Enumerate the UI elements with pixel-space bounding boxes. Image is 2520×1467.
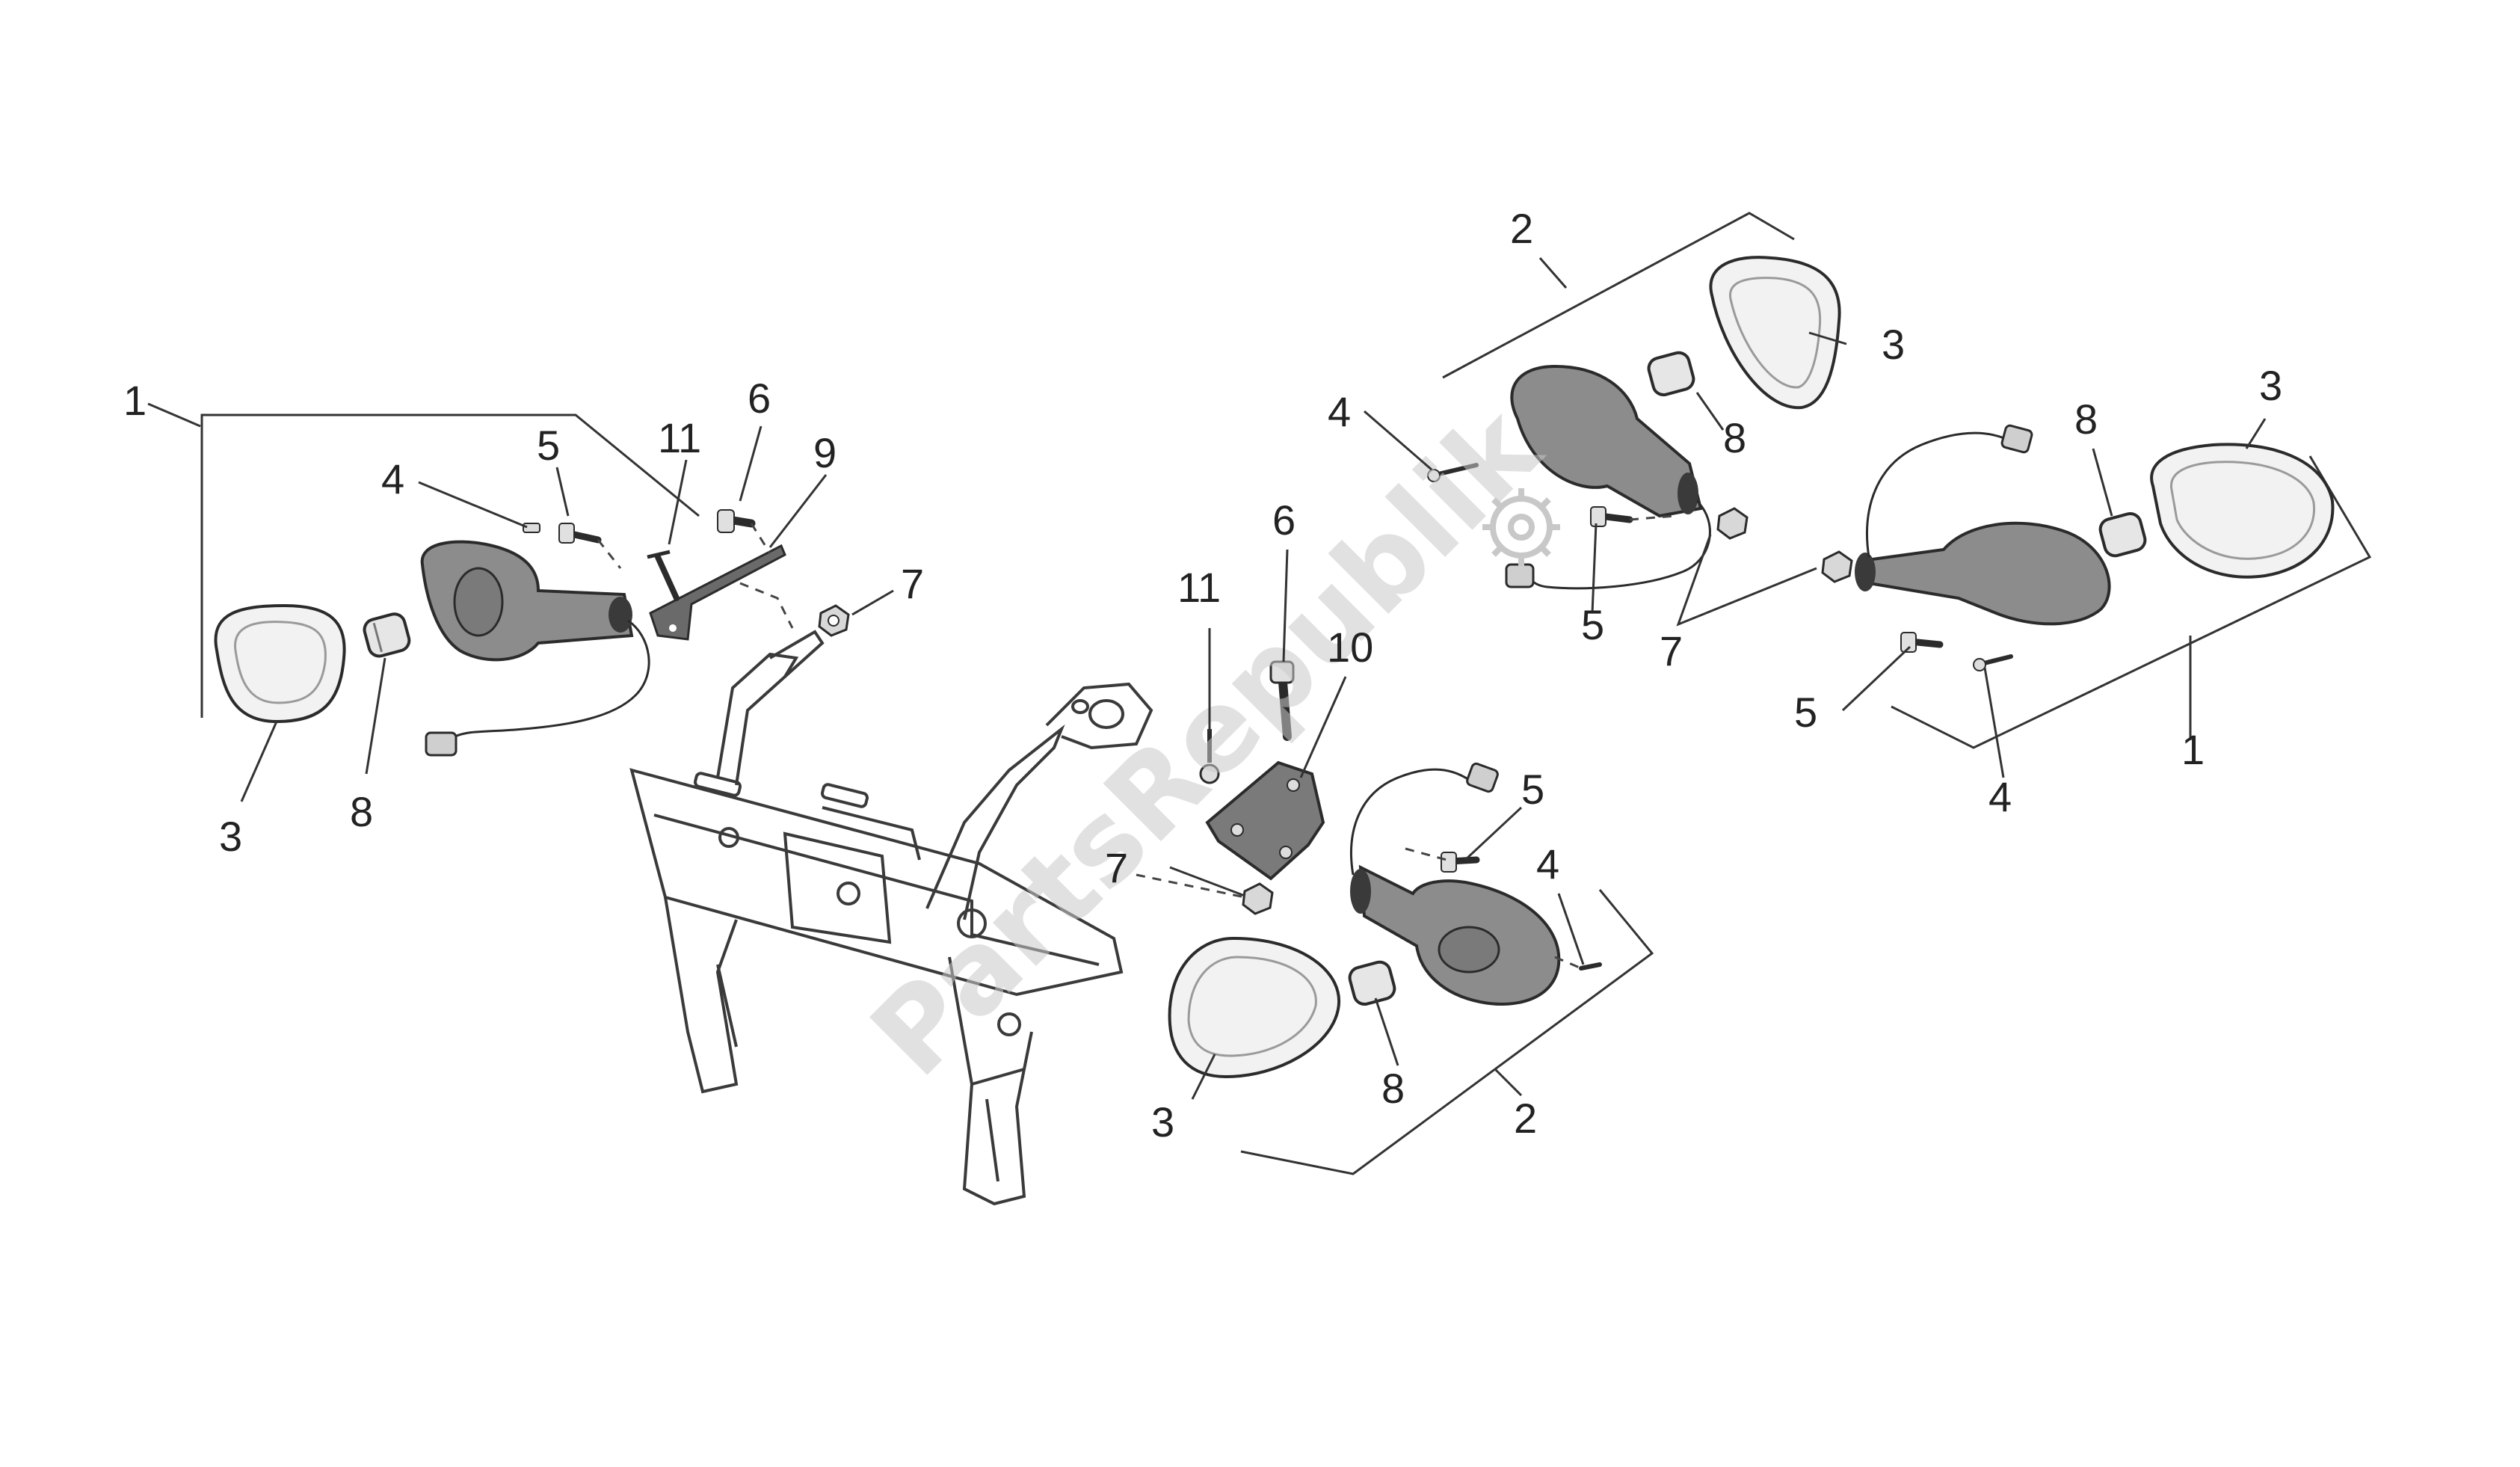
callout-3-left: 3 bbox=[219, 813, 242, 860]
top-nut-7 bbox=[1716, 507, 1749, 540]
bottom-bulb bbox=[1348, 960, 1396, 1006]
callout-9: 9 bbox=[813, 429, 837, 476]
bottom-indicator-housing bbox=[1350, 762, 1561, 1006]
center-screw-11 bbox=[1199, 729, 1220, 784]
top-bulb bbox=[1647, 351, 1695, 396]
group-1-right-bracket bbox=[1891, 455, 2372, 749]
group-2-top-bracket bbox=[1442, 212, 1795, 379]
group-1-left-bracket bbox=[200, 413, 700, 718]
callout-8-left: 8 bbox=[350, 788, 373, 835]
left-connector bbox=[425, 731, 458, 757]
left-indicator-housing bbox=[420, 540, 650, 757]
callout-1-right: 1 bbox=[2181, 726, 2205, 773]
left-nut-7 bbox=[818, 604, 850, 637]
top-connector bbox=[1505, 563, 1535, 588]
left-screw-11 bbox=[647, 550, 680, 601]
callout-5-top: 5 bbox=[1581, 601, 1604, 648]
right-screw-4 bbox=[1973, 654, 2013, 671]
callout-8-bottom: 8 bbox=[1381, 1065, 1405, 1112]
center-bracket-plate bbox=[1205, 760, 1325, 881]
callout-4-top: 4 bbox=[1328, 388, 1351, 435]
bottom-indicator-assembly bbox=[1168, 762, 1602, 1079]
callout-7-left: 7 bbox=[901, 560, 924, 607]
callout-3-top: 3 bbox=[1882, 321, 1905, 368]
callout-2-top: 2 bbox=[1510, 205, 1533, 252]
callout-3-right: 3 bbox=[2259, 362, 2282, 409]
group-2-bottom-bracket bbox=[1240, 889, 1654, 1175]
center-nut-7 bbox=[1242, 882, 1274, 915]
callout-6-center: 6 bbox=[1272, 496, 1296, 544]
bottom-screw-4 bbox=[1579, 962, 1602, 971]
callout-4-left: 4 bbox=[381, 455, 404, 502]
left-screw-6 bbox=[717, 509, 756, 533]
callout-5-center: 5 bbox=[1521, 766, 1544, 813]
callout-4-right: 4 bbox=[1988, 773, 2012, 820]
top-screw-4 bbox=[1427, 463, 1479, 482]
top-indicator-housing bbox=[1505, 364, 1711, 590]
right-connector bbox=[2000, 424, 2033, 454]
left-screw-5 bbox=[558, 523, 602, 544]
right-nut-7 bbox=[1821, 550, 1853, 583]
bottom-screw-5 bbox=[1441, 852, 1480, 873]
callout-1-left: 1 bbox=[123, 377, 147, 424]
callout-8-top: 8 bbox=[1723, 414, 1746, 461]
leader-lines bbox=[147, 257, 2267, 1100]
callout-6-left: 6 bbox=[748, 375, 771, 422]
left-screw-4 bbox=[523, 523, 540, 533]
top-indicator-assembly bbox=[1427, 256, 1841, 590]
right-indicator-assembly bbox=[1821, 424, 2335, 671]
center-screw-6 bbox=[1269, 660, 1295, 741]
callout-10: 10 bbox=[1327, 624, 1373, 671]
callout-8-right: 8 bbox=[2074, 396, 2098, 443]
left-indicator-assembly bbox=[214, 509, 850, 757]
callout-5-right: 5 bbox=[1794, 689, 1817, 736]
right-bulb bbox=[2098, 512, 2147, 558]
right-indicator-housing bbox=[1855, 424, 2111, 626]
bottom-connector bbox=[1466, 762, 1499, 793]
left-bulb bbox=[363, 612, 411, 658]
watermark-gear-icon bbox=[1482, 488, 1560, 566]
top-screw-5 bbox=[1590, 506, 1633, 527]
callout-11-left: 11 bbox=[658, 414, 701, 461]
callout-7-right: 7 bbox=[1660, 627, 1683, 674]
callout-5-left: 5 bbox=[537, 422, 560, 469]
right-lens bbox=[2150, 443, 2335, 579]
left-bracket-plate bbox=[649, 544, 786, 641]
callout-3-bottom: 3 bbox=[1151, 1098, 1174, 1145]
right-screw-5 bbox=[1900, 632, 1944, 653]
bottom-lens bbox=[1168, 936, 1341, 1079]
support-frame bbox=[629, 630, 1153, 1206]
top-lens bbox=[1709, 256, 1841, 410]
callout-labels: 1 4 5 11 6 9 7 3 8 2 3 4 8 5 7 3 8 5 4 1… bbox=[123, 205, 2282, 1145]
callout-4-center: 4 bbox=[1536, 840, 1559, 888]
callout-7-center: 7 bbox=[1105, 844, 1128, 891]
callout-2-bottom: 2 bbox=[1514, 1095, 1537, 1142]
callout-11-center: 11 bbox=[1177, 564, 1221, 611]
